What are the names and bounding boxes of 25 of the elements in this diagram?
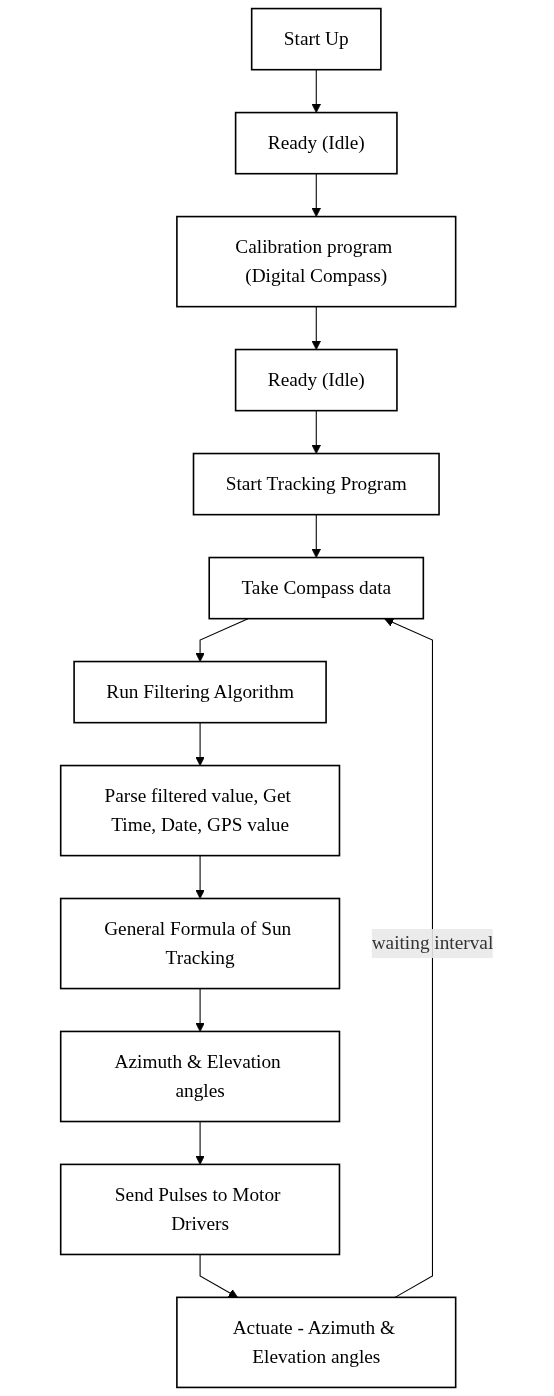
arrow — [195, 618, 249, 662]
arrow — [195, 988, 205, 1032]
node-box: Start Tracking Program — [192, 452, 440, 516]
node-box: Start Up — [250, 7, 382, 71]
node-box: Calibration program (Digital Compass) — [176, 215, 457, 308]
arrow — [195, 722, 205, 766]
node-box: Take Compass data — [208, 556, 425, 620]
edge-label: waiting interval — [371, 932, 494, 954]
arrow — [311, 69, 321, 113]
node-box: Send Pulses to Motor Drivers — [59, 1163, 341, 1256]
node-box: Ready (Idle) — [234, 348, 398, 412]
arrow — [195, 1121, 205, 1165]
arrow — [311, 514, 321, 558]
node-box: Actuate - Azimuth & Elevation angles — [176, 1296, 457, 1389]
arrow — [195, 855, 205, 899]
arrow — [311, 410, 321, 454]
node-box: General Formula of Sun Tracking — [59, 897, 341, 990]
arrow — [311, 306, 321, 350]
arrow — [199, 1253, 238, 1298]
node-box: Azimuth & Elevation angles — [59, 1030, 341, 1123]
arrow — [384, 617, 433, 1298]
arrow — [311, 173, 321, 217]
node-box: Run Filtering Algorithm — [73, 660, 327, 724]
node-box: Ready (Idle) — [234, 111, 398, 175]
node-box: Parse filtered value, Get Time, Date, GPS value — [59, 764, 341, 857]
